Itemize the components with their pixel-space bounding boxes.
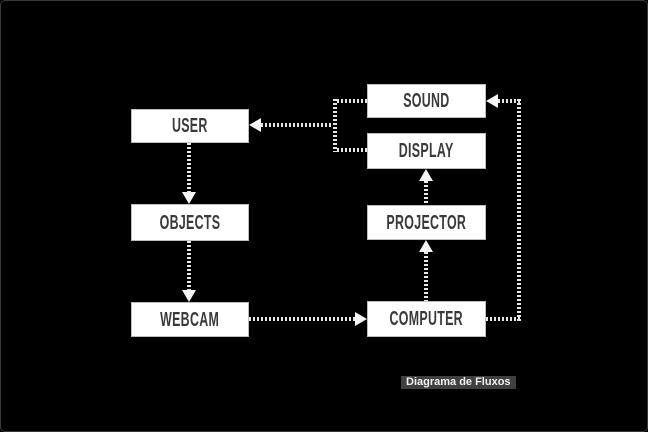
node-projector-label: PROJECTOR <box>386 211 467 234</box>
edge-objects-webcam-line <box>187 241 191 290</box>
edge-projector-display-arrowhead-icon <box>419 169 433 181</box>
node-projector: PROJECTOR <box>367 205 486 240</box>
edge-bracket-user-line <box>261 123 333 127</box>
edge-projector-display-line <box>424 181 428 205</box>
edge-computer-projector-line <box>424 252 428 301</box>
node-computer: COMPUTER <box>367 301 486 337</box>
edge-sound-bracket-line <box>337 99 367 103</box>
node-user-label: USER <box>172 115 208 137</box>
edge-user-objects-arrowhead-icon <box>182 192 196 204</box>
edge-computer-sound-vertical-line <box>517 99 521 321</box>
edge-computer-sound-arrowhead-icon <box>486 94 498 108</box>
edge-webcam-computer-line <box>249 317 355 321</box>
node-display: DISPLAY <box>367 133 486 169</box>
edge-bracket-user-arrowhead-icon <box>249 118 261 132</box>
node-user: USER <box>131 109 249 143</box>
edge-user-objects-line <box>187 143 191 192</box>
node-sound-label: SOUND <box>403 90 450 112</box>
edge-computer-projector-arrowhead-icon <box>419 240 433 252</box>
edge-webcam-computer-arrowhead-icon <box>355 312 367 326</box>
edge-computer-sound-bottom-line <box>486 317 521 321</box>
node-sound: SOUND <box>367 84 486 118</box>
node-webcam-label: WEBCAM <box>160 308 220 331</box>
edge-objects-webcam-arrowhead-icon <box>182 290 196 302</box>
node-objects: OBJECTS <box>131 204 249 241</box>
diagram-caption: Diagrama de Fluxos <box>401 376 516 389</box>
node-objects-label: OBJECTS <box>159 211 221 234</box>
edge-computer-sound-top-line <box>498 99 521 103</box>
edge-display-bracket-line <box>337 148 367 152</box>
node-webcam: WEBCAM <box>131 302 249 337</box>
node-computer-label: COMPUTER <box>389 308 464 330</box>
edge-bracket-vertical-line <box>333 99 337 152</box>
node-display-label: DISPLAY <box>399 140 454 162</box>
